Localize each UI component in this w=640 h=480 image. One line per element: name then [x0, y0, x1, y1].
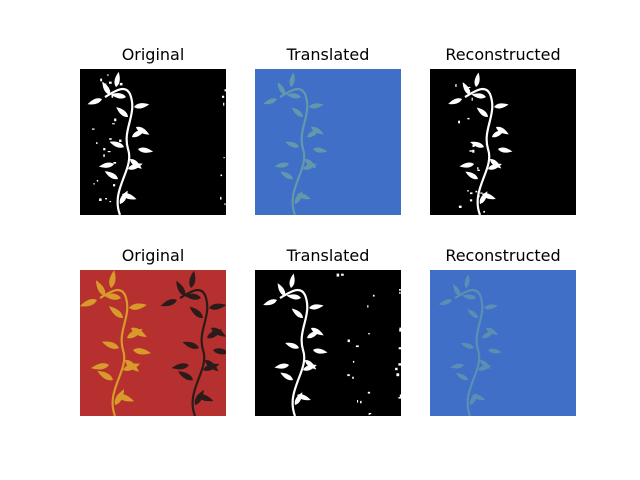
panel-image-original-fabric [80, 270, 226, 416]
panel-title-4: Original [121, 246, 185, 265]
blue-image-1 [255, 69, 401, 215]
panel-title-6: Reconstructed [445, 246, 561, 265]
mask-image-1 [80, 69, 226, 215]
panel-image-original-mask [80, 69, 226, 215]
panel-title-1: Original [121, 45, 185, 64]
panel-image-reconstructed-blue [430, 270, 576, 416]
panel-image-translated-blue [255, 69, 401, 215]
panel-title-2: Translated [286, 45, 370, 64]
fabric-image [80, 270, 226, 416]
mask-image-2 [430, 69, 576, 215]
panel-title-5: Translated [286, 246, 370, 265]
panel-image-translated-mask [255, 270, 401, 416]
blue-image-2 [430, 270, 576, 416]
mask-image-3 [255, 270, 401, 416]
panel-title-3: Reconstructed [445, 45, 561, 64]
panel-image-reconstructed-mask [430, 69, 576, 215]
